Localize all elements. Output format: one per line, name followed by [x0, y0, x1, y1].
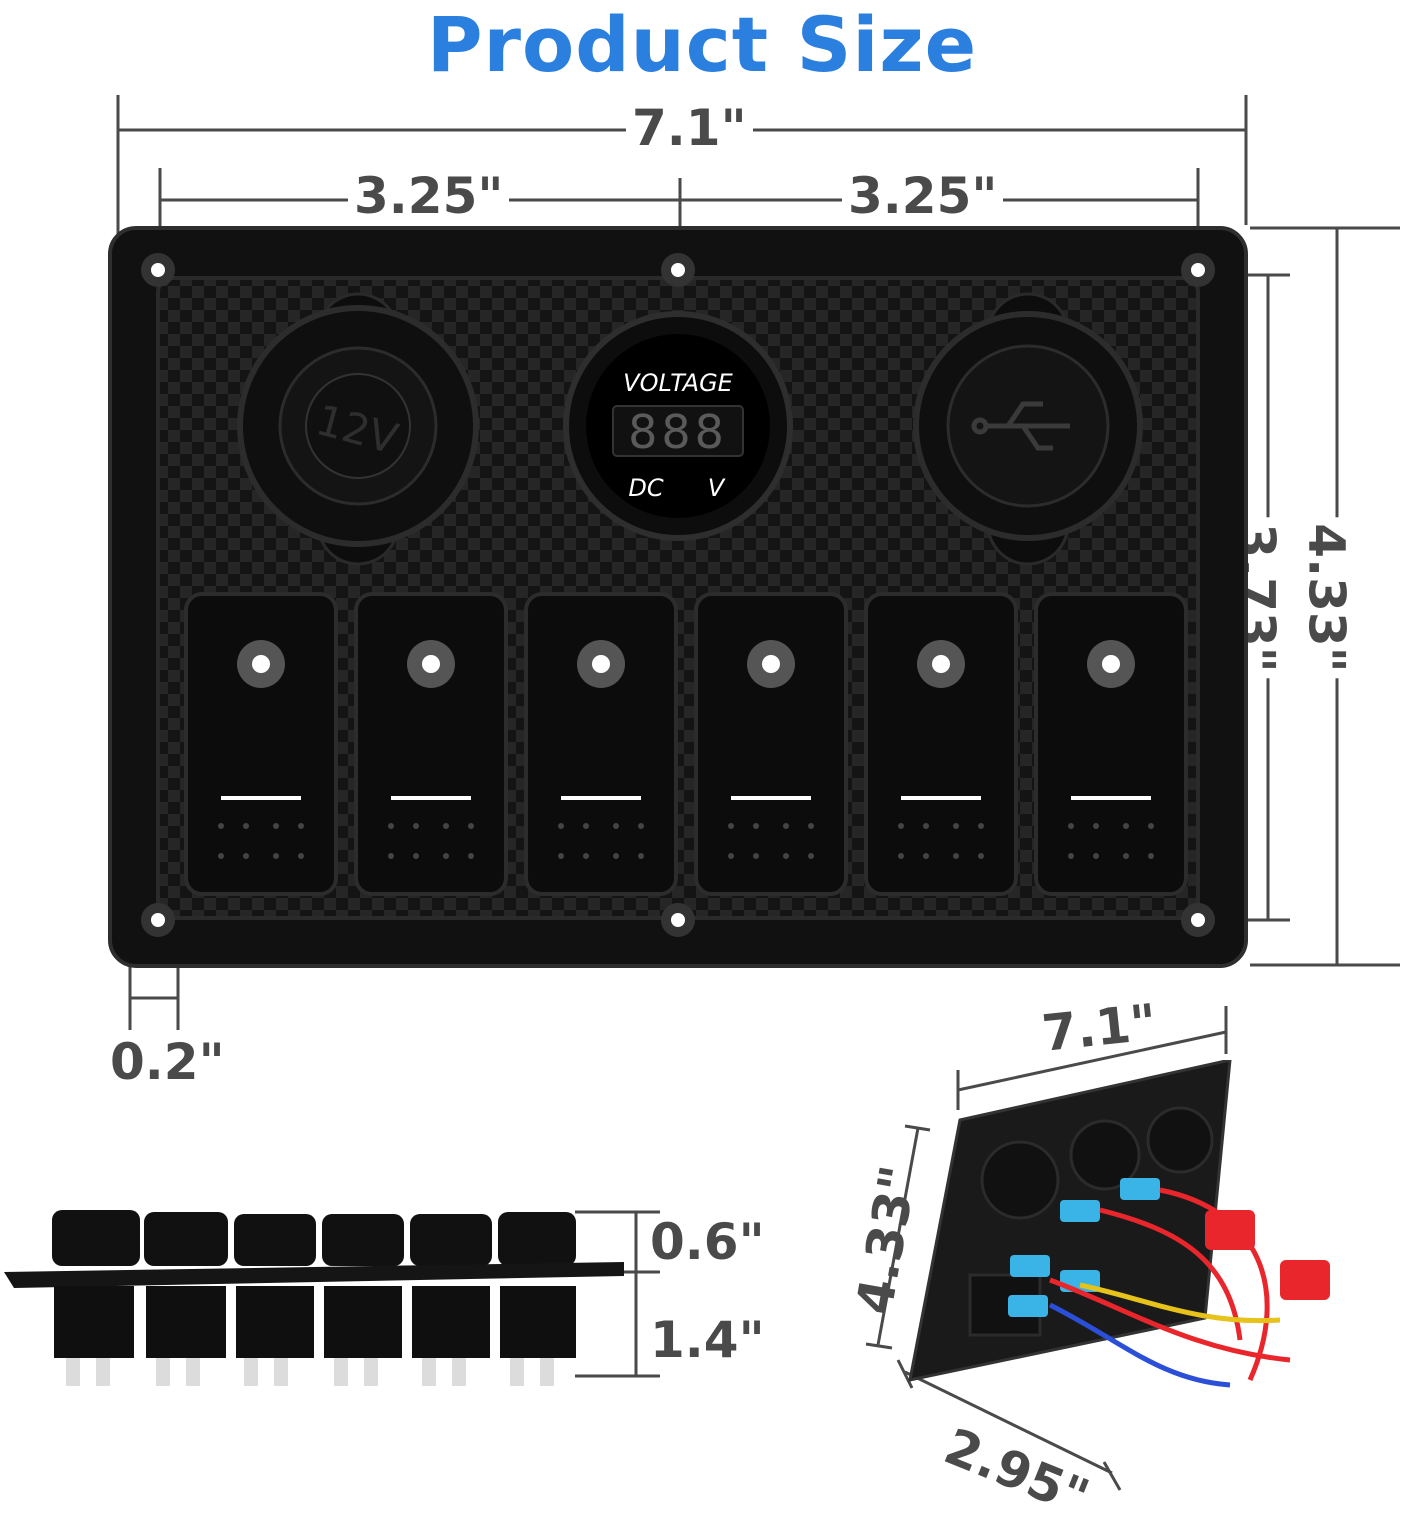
usb-icon	[971, 401, 1070, 451]
voltmeter-dc-label: DC	[628, 474, 663, 502]
dim-angled-width: 7.1"	[1039, 993, 1160, 1063]
dim-half-width-left: 3.25"	[348, 168, 510, 224]
switch-panel-rear	[908, 1060, 1330, 1388]
dim-half-width-right: 3.25"	[842, 168, 1004, 224]
voltmeter-digits: 888	[628, 405, 728, 459]
switch-panel-front: 12V VOLTAGE 888 DC V	[108, 226, 1248, 968]
dim-border: 0.2"	[104, 1034, 231, 1090]
voltmeter-top-label: VOLTAGE	[623, 369, 734, 397]
dim-side-top: 0.6"	[644, 1214, 771, 1270]
dim-side-bottom: 1.4"	[644, 1312, 771, 1368]
page-title: Product Size	[426, 0, 978, 89]
rocker-switches	[184, 592, 1188, 896]
dim-total-width: 7.1"	[626, 100, 753, 156]
dim-total-height: 4.33"	[1298, 517, 1356, 679]
switch-panel-side	[4, 1210, 624, 1386]
voltmeter-v-label: V	[708, 474, 726, 502]
